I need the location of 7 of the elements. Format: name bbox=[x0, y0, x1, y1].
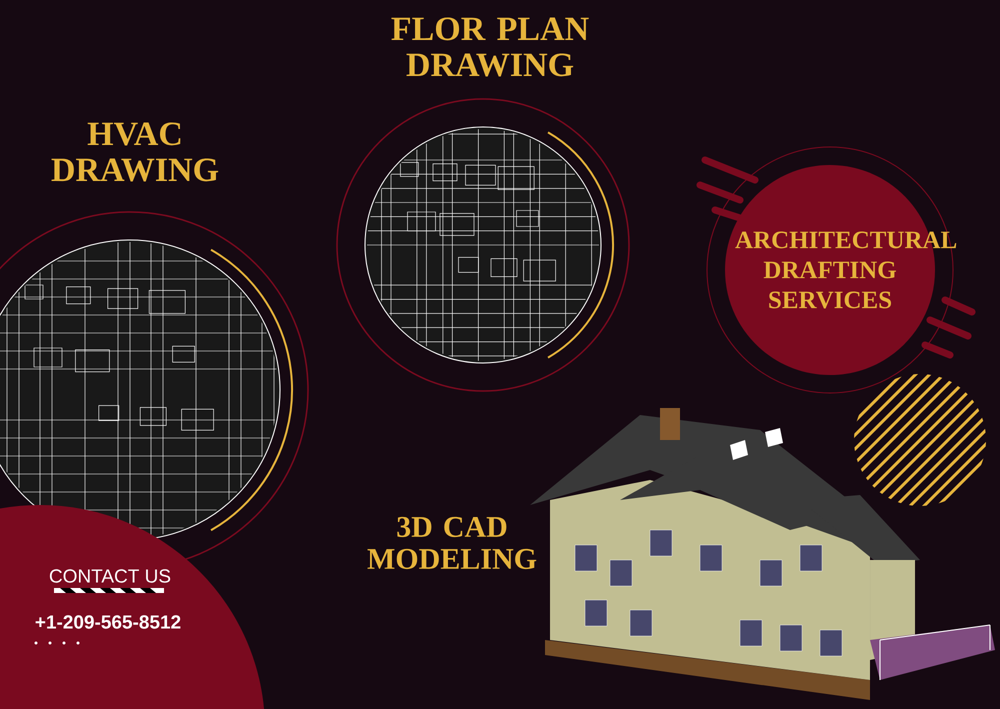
plan-circle bbox=[364, 126, 602, 364]
heading: FLOR PLAN DRAWING bbox=[391, 18, 589, 77]
plan-circle bbox=[0, 240, 280, 540]
contact-heading: CONTACT US bbox=[50, 569, 170, 583]
heading: HVAC DRAWING bbox=[52, 122, 218, 182]
section-label: 3D CAD MODELING bbox=[368, 516, 536, 570]
phone-number: +1-209-565-8512 bbox=[36, 615, 180, 629]
